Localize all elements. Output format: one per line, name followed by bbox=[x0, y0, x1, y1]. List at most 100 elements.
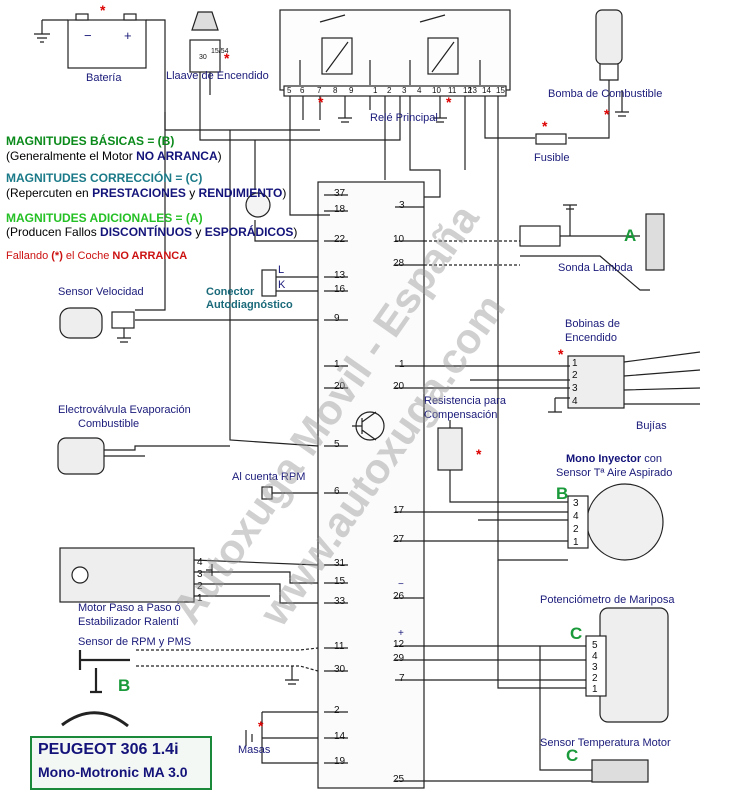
pot-pin-3-2: 3 bbox=[592, 662, 598, 673]
model-title-box: PEUGEOT 306 1.4i Mono-Motronic MA 3.0 bbox=[30, 736, 212, 790]
legend-failing: Fallando (*) el Coche NO ARRANCA bbox=[6, 250, 188, 262]
ecu-unit bbox=[317, 181, 425, 789]
label-sensor-rpm: Sensor de RPM y PMS bbox=[78, 636, 192, 648]
relay-pin-12-11: 12 bbox=[463, 86, 472, 95]
label-mono-inyector: Mono Inyector con bbox=[566, 453, 662, 465]
label-pot-plus: + bbox=[398, 628, 404, 639]
ground-masses bbox=[245, 730, 253, 746]
label-k: K bbox=[278, 279, 286, 291]
ecu-pin-left-22-2: 22 bbox=[334, 234, 346, 245]
star-relay-left: * bbox=[318, 94, 324, 110]
coil-pin-1-0: 1 bbox=[572, 358, 578, 369]
fuel-pump bbox=[595, 9, 623, 65]
relay-pin-15-14: 15 bbox=[496, 86, 505, 95]
letter-injector: B bbox=[556, 484, 569, 503]
rpm-pms-sensor bbox=[78, 650, 130, 694]
label-conector: Conector bbox=[206, 286, 255, 298]
letter-pot: C bbox=[570, 624, 583, 643]
label-electrovalvula-1: Electroválvula Evaporación bbox=[58, 404, 191, 416]
ecu-pin-right-7-10: 7 bbox=[399, 673, 405, 684]
diagnostic-connector bbox=[261, 269, 277, 297]
key-term-30: 30 bbox=[199, 54, 207, 61]
relay-pin-4-8: 4 bbox=[417, 86, 422, 95]
ecu-pin-left-30-14: 30 bbox=[334, 664, 346, 675]
ecu-pin-right-28-2: 28 bbox=[393, 258, 405, 269]
legend-correction: MAGNITUDES CORRECCIÓN = (C) bbox=[6, 171, 203, 185]
label-bobinas-2: Encendido bbox=[565, 332, 617, 344]
coil-pin-2-1: 2 bbox=[572, 370, 578, 381]
legend-correction-sub: (Repercuten en PRESTACIONES y RENDIMIENT… bbox=[6, 186, 287, 200]
star-key: * bbox=[224, 50, 230, 66]
label-motor-paso-1: Motor Paso a Paso ó bbox=[78, 602, 181, 614]
legend-additional: MAGNITUDES ADICIONALES = (A) bbox=[6, 211, 203, 225]
label-bobinas-1: Bobinas de bbox=[565, 318, 621, 330]
relay-pin-10-9: 10 bbox=[432, 86, 441, 95]
lambda-sensor bbox=[645, 213, 665, 271]
ecu-pin-left-13-3: 13 bbox=[334, 270, 346, 281]
pot-pin-4-1: 4 bbox=[592, 651, 598, 662]
star-pump: * bbox=[604, 106, 610, 122]
ecu-pin-left-11-13: 11 bbox=[334, 641, 345, 652]
stepper-pin-3-1: 3 bbox=[197, 569, 203, 580]
label-masas: Masas bbox=[238, 744, 271, 756]
label-bujias: Bujías bbox=[636, 420, 667, 432]
label-motor-paso-2: Estabilizador Ralentí bbox=[78, 616, 179, 628]
label-potenciometro: Potenciómetro de Mariposa bbox=[540, 594, 675, 606]
label-fusible: Fusible bbox=[534, 152, 570, 164]
coil-pin-3-2: 3 bbox=[572, 383, 578, 394]
speed-sensor bbox=[59, 307, 103, 339]
relay-pin-8-3: 8 bbox=[333, 86, 338, 95]
relay-pin-13-12: 13 bbox=[468, 86, 477, 95]
label-llave: Llaave de Encendido bbox=[166, 70, 269, 82]
relay-pin-9-4: 9 bbox=[349, 86, 354, 95]
star-resistor: * bbox=[476, 446, 482, 462]
letter-lambda: A bbox=[624, 226, 637, 245]
pot-pin-1-4: 1 bbox=[592, 684, 598, 695]
temperature-sensor bbox=[591, 759, 649, 783]
label-bomba: Bomba de Combustible bbox=[548, 88, 663, 100]
letter-temp: C bbox=[566, 746, 579, 765]
ecu-pin-left-33-12: 33 bbox=[334, 596, 346, 607]
ecu-pin-left-18-1: 18 bbox=[334, 204, 346, 215]
system-name: Mono-Motronic MA 3.0 bbox=[38, 764, 188, 780]
stepper-pin-2-2: 2 bbox=[197, 581, 203, 592]
ecu-pin-left-20-7: 20 bbox=[334, 381, 346, 392]
ecu-pin-left-31-10: 31 bbox=[334, 558, 346, 569]
star-battery: * bbox=[100, 2, 106, 18]
stepper-pin-1-3: 1 bbox=[197, 593, 203, 604]
ecu-pin-right-29-9: 29 bbox=[393, 653, 405, 664]
star-masses: * bbox=[258, 718, 264, 734]
label-rpm-out: Al cuenta RPM bbox=[232, 471, 306, 483]
letter-rpm: B bbox=[118, 676, 131, 695]
pot-pin-5-0: 5 bbox=[592, 640, 598, 651]
relay-pin-6-1: 6 bbox=[300, 86, 305, 95]
ecu-pin-left-5-8: 5 bbox=[334, 439, 340, 450]
ecu-pin-right-27-6: 27 bbox=[393, 534, 405, 545]
legend-basic-sub: (Generalmente el Motor NO ARRANCA) bbox=[6, 149, 222, 163]
legend-additional-sub: (Producen Fallos DISCONTÍNUOS y ESPORÁDI… bbox=[6, 225, 298, 239]
relay-pin-3-7: 3 bbox=[402, 86, 407, 95]
ecu-pin-left-19-17: 19 bbox=[334, 756, 346, 767]
injector-pin-3-0: 3 bbox=[573, 498, 579, 509]
legend-basic: MAGNITUDES BÁSICAS = (B) bbox=[6, 134, 175, 148]
ecu-pin-left-6-9: 6 bbox=[334, 486, 340, 497]
ecu-pin-right-20-4: 20 bbox=[393, 381, 405, 392]
ecu-pin-right-3-0: 3 bbox=[399, 200, 405, 211]
label-l: L bbox=[278, 264, 285, 276]
label-sonda: Sonda Lambda bbox=[558, 262, 633, 274]
model-name: PEUGEOT 306 1.4i bbox=[38, 741, 179, 758]
ecu-pin-left-37-0: 37 bbox=[334, 188, 346, 199]
ecu-pin-left-14-16: 14 bbox=[334, 731, 346, 742]
star-fuse: * bbox=[542, 118, 548, 134]
relay-pin-11-10: 11 bbox=[448, 86, 457, 95]
warning-lamp bbox=[245, 192, 271, 218]
ecu-pin-left-15-11: 15 bbox=[334, 576, 346, 587]
ecu-pin-right-26-7: 26 bbox=[393, 591, 405, 602]
label-electrovalvula-2: Combustible bbox=[78, 418, 140, 430]
throttle-potentiometer bbox=[599, 607, 669, 723]
relay-pin-2-6: 2 bbox=[387, 86, 392, 95]
relay-pin-14-13: 14 bbox=[482, 86, 491, 95]
label-resistencia-2: Compensación bbox=[424, 409, 498, 421]
injector-pin-2-2: 2 bbox=[573, 524, 579, 535]
